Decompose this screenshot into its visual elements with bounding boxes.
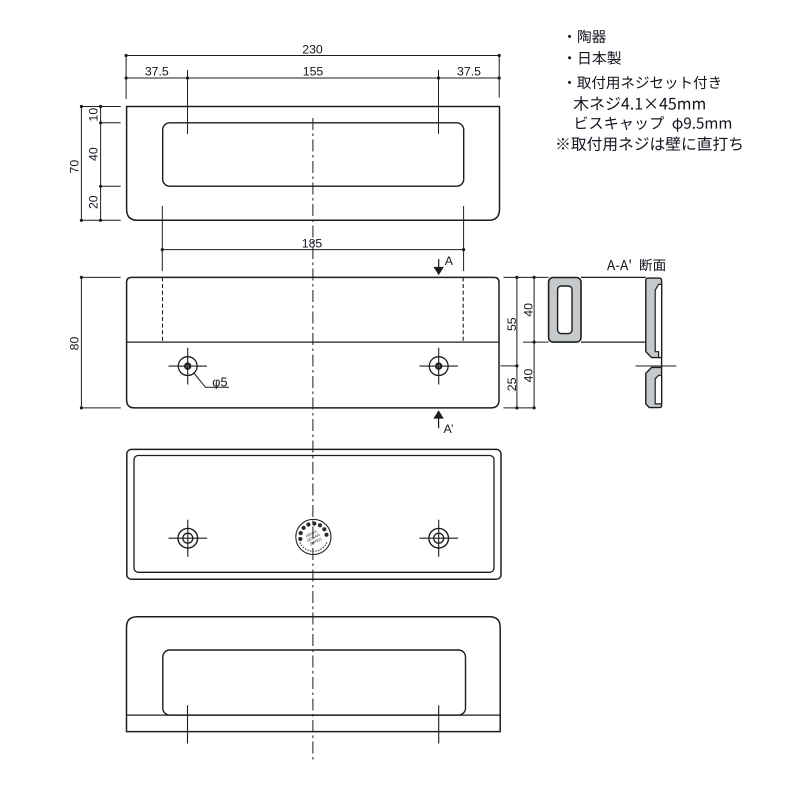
- svg-text:40: 40: [87, 147, 101, 161]
- svg-text:φ5: φ5: [212, 375, 227, 389]
- svg-text:70: 70: [67, 160, 81, 174]
- svg-text:155: 155: [303, 64, 324, 78]
- svg-text:A: A: [445, 254, 454, 268]
- svg-text:80: 80: [68, 337, 82, 351]
- svg-text:20: 20: [87, 195, 101, 209]
- svg-text:37.5: 37.5: [457, 64, 481, 78]
- svg-text:40: 40: [522, 303, 536, 317]
- svg-text:37.5: 37.5: [145, 64, 169, 78]
- svg-text:SEISAN: SEISAN: [306, 533, 320, 543]
- svg-text:A’: A’: [444, 422, 454, 436]
- svg-text:10: 10: [87, 108, 101, 122]
- svg-text:185: 185: [302, 236, 323, 250]
- svg-text:55: 55: [505, 317, 519, 331]
- svg-text:AECHI.: AECHI.: [304, 529, 318, 539]
- svg-text:25: 25: [505, 377, 519, 391]
- svg-text:230: 230: [302, 42, 323, 56]
- svg-text:40: 40: [522, 369, 536, 383]
- svg-text:(MINO): (MINO): [309, 537, 323, 547]
